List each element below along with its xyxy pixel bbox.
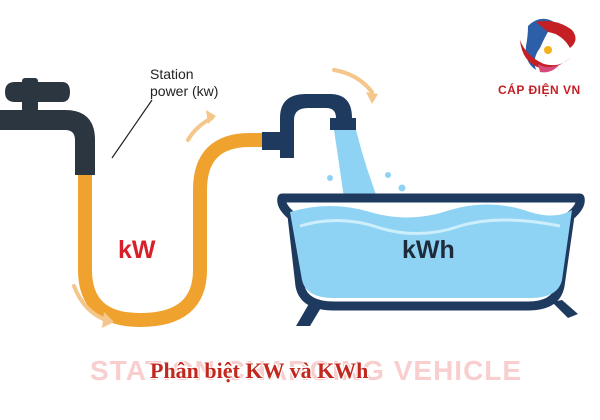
watermark-text: STATION CHARGING VEHICLE [90,355,523,386]
flow-arrow-top [186,110,216,142]
callout-line-2: power (kw) [150,83,219,99]
tub-water [290,204,572,298]
kwh-label: kWh [402,236,455,264]
kw-label: kW [118,236,156,264]
callout-line [111,99,153,159]
callout-line-1: Station [150,66,194,82]
brand-logo-icon [520,18,576,73]
water-stream [334,130,382,212]
faucet-icon [0,78,95,175]
station-power-callout: Station power (kw) [150,66,218,100]
flow-arrow-bottom [72,284,114,328]
flow-arrow-spout [332,68,378,104]
spout-icon [262,94,356,158]
brand-name: CÁP ĐIỆN VN [498,83,581,97]
hose-pipe [78,133,272,327]
caption-title: Phân biệt KW và KWh [150,358,369,383]
bathtub [277,193,585,326]
